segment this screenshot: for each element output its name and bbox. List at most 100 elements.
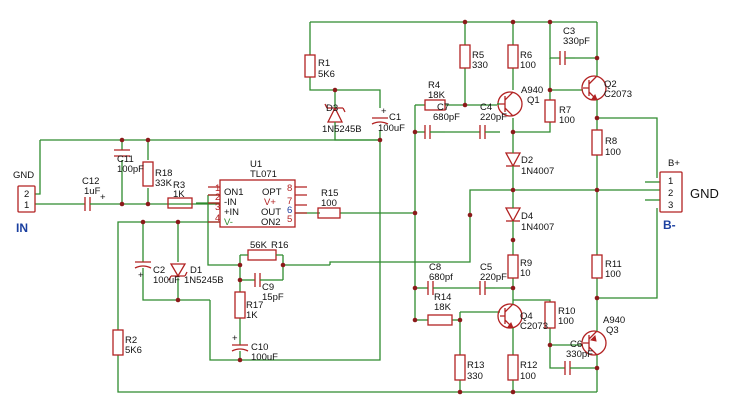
r13-value: 330 bbox=[467, 371, 483, 382]
c3-value: 330pF bbox=[563, 36, 590, 47]
ic-pin-on2: ON2 bbox=[261, 217, 281, 228]
ic-pin-3: 3 bbox=[215, 202, 220, 213]
resistor-r11 bbox=[591, 254, 603, 279]
ic-pin-vminus: V- bbox=[224, 217, 233, 228]
r8-value: 100 bbox=[605, 147, 621, 158]
c10-ref: C10 bbox=[251, 342, 268, 353]
r7-ref: R7 bbox=[559, 105, 571, 116]
resistor-r2 bbox=[112, 329, 124, 356]
connector-out-pin1: 1 bbox=[668, 176, 673, 187]
capacitor-c6 bbox=[564, 361, 580, 375]
c4-value: 220pF bbox=[480, 112, 507, 123]
c9-value: 15pF bbox=[262, 292, 284, 303]
resistor-r1 bbox=[304, 54, 316, 78]
capacitor-c11 bbox=[114, 149, 130, 157]
resistor-r15 bbox=[317, 207, 341, 219]
c5-value: 220pF bbox=[480, 272, 507, 283]
r4-value: 18K bbox=[428, 90, 446, 101]
r7-value: 100 bbox=[559, 115, 575, 126]
c6-ref: C6 bbox=[570, 339, 582, 350]
r10-ref: R10 bbox=[558, 306, 575, 317]
r12-ref: R12 bbox=[520, 360, 537, 371]
ic-u1-ref: U1 bbox=[250, 159, 262, 170]
ic-pin-8: 8 bbox=[287, 183, 292, 194]
resistor-r8 bbox=[591, 129, 603, 156]
r4-ref: R4 bbox=[428, 80, 440, 91]
capacitor-c9 bbox=[254, 273, 270, 287]
resistor-r12 bbox=[507, 354, 519, 381]
ic-pin-2: 2 bbox=[215, 192, 220, 203]
c12-ref: C12 bbox=[82, 176, 99, 187]
c8-ref: C8 bbox=[429, 262, 441, 273]
connector-out-bminus: B- bbox=[663, 218, 676, 232]
r5-value: 330 bbox=[472, 60, 488, 71]
c5-ref: C5 bbox=[480, 262, 492, 273]
resistor-r7 bbox=[544, 99, 556, 123]
q1-value: A940 bbox=[521, 85, 543, 96]
component-labels: R1 5K6 D3 1N5245B C1 100uF C11 100pF R18… bbox=[82, 26, 632, 382]
q2-ref: Q2 bbox=[604, 79, 617, 90]
r16-value: 56K bbox=[250, 240, 268, 251]
r11-ref: R11 bbox=[605, 259, 622, 270]
connector-out-gnd: GND bbox=[690, 186, 719, 201]
c2-ref: C2 bbox=[153, 265, 165, 276]
transistor-q3 bbox=[581, 320, 607, 370]
connector-out-pin3: 3 bbox=[668, 200, 673, 211]
c12-value: 1uF bbox=[84, 186, 101, 197]
d2-value: 1N4007 bbox=[521, 166, 554, 177]
d2-ref: D2 bbox=[521, 155, 533, 166]
r14-ref: R14 bbox=[434, 292, 451, 303]
r6-value: 100 bbox=[520, 60, 536, 71]
svg-text:+: + bbox=[381, 106, 387, 117]
r3-value: 1K bbox=[173, 189, 185, 200]
resistor-r6 bbox=[507, 44, 519, 69]
capacitor-c8 bbox=[427, 281, 440, 295]
d1-ref: D1 bbox=[190, 265, 202, 276]
ic-u1-value: TL071 bbox=[250, 169, 277, 180]
ic-pin-6: 6 bbox=[287, 205, 292, 216]
r6-ref: R6 bbox=[520, 50, 532, 61]
transistor-q4 bbox=[497, 300, 523, 330]
d3-value: 1N5245B bbox=[322, 124, 362, 135]
c6-value: 330pF bbox=[566, 349, 593, 360]
d1-value: 1N5245B bbox=[184, 275, 224, 286]
c10-value: 100uF bbox=[251, 352, 278, 363]
d3-ref: D3 bbox=[326, 103, 338, 114]
r3-ref: R3 bbox=[173, 180, 185, 191]
diode-d2 bbox=[504, 150, 522, 170]
resistor-r14 bbox=[427, 314, 453, 326]
transistor-q1 bbox=[497, 91, 523, 117]
q2-value: C2073 bbox=[604, 89, 632, 100]
ic-pin-inv: -IN bbox=[224, 197, 237, 208]
r18-ref: R18 bbox=[155, 168, 172, 179]
q3-ref: Q3 bbox=[606, 325, 619, 336]
capacitor-c3 bbox=[559, 51, 575, 65]
q4-ref: Q4 bbox=[520, 311, 533, 322]
connector-in: 2 1 GND IN bbox=[13, 170, 36, 235]
r9-ref: R9 bbox=[520, 258, 532, 269]
r1-ref: R1 bbox=[318, 58, 330, 69]
ic-pin-5: 5 bbox=[287, 214, 292, 225]
c2-value: 100uF bbox=[153, 275, 180, 286]
r18-value: 33K bbox=[155, 178, 173, 189]
c7-value: 680pF bbox=[433, 112, 460, 123]
capacitor-c4 bbox=[479, 125, 497, 139]
q3-value: A940 bbox=[603, 315, 625, 326]
d4-ref: D4 bbox=[521, 211, 533, 222]
connector-out: 1 2 3 B+ GND B- bbox=[659, 158, 719, 232]
diode-d4 bbox=[504, 205, 522, 225]
resistor-r3 bbox=[167, 197, 193, 209]
connector-out-bplus: B+ bbox=[668, 158, 680, 169]
ic-pin-opt: OPT bbox=[262, 187, 282, 198]
c3-ref: C3 bbox=[563, 26, 575, 37]
resistor-r5 bbox=[459, 44, 471, 69]
c8-value: 680pf bbox=[429, 272, 453, 283]
resistor-r18 bbox=[142, 161, 154, 187]
q1-ref: Q1 bbox=[527, 95, 540, 106]
d4-value: 1N4007 bbox=[521, 222, 554, 233]
connector-in-gnd: GND bbox=[13, 170, 34, 181]
ic-pin-4: 4 bbox=[215, 213, 220, 224]
svg-text:+: + bbox=[138, 270, 144, 281]
connector-in-pin2: 2 bbox=[24, 189, 29, 200]
